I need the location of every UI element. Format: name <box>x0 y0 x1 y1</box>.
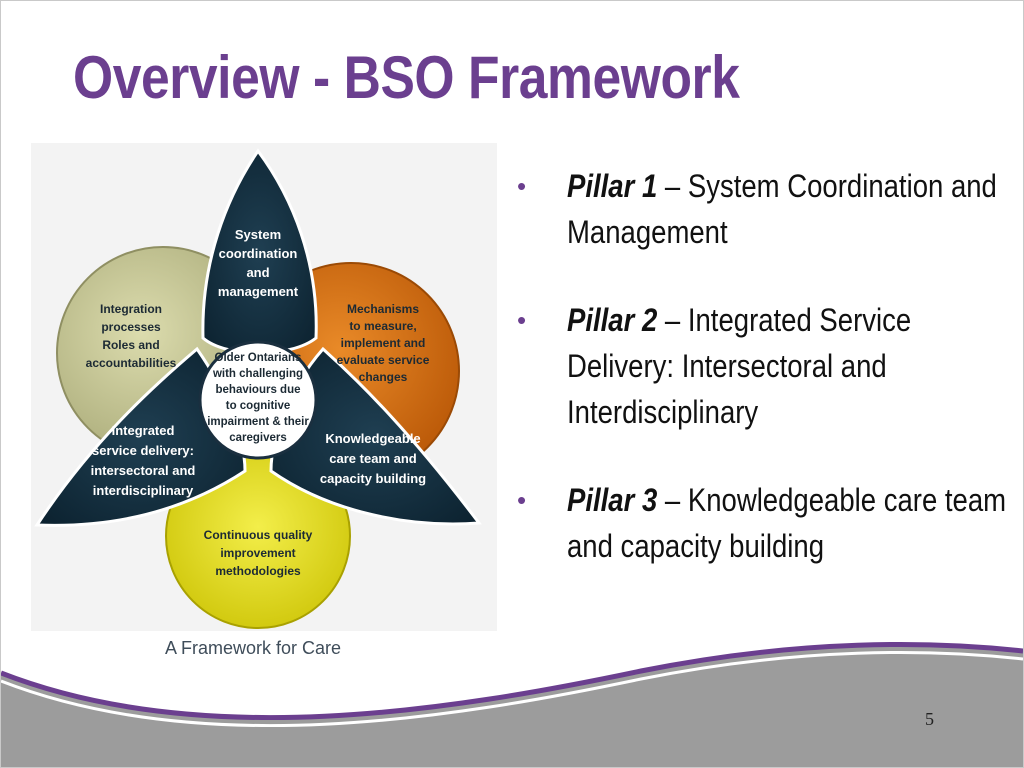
bullet-dot-icon: • <box>517 485 527 515</box>
footer-gray-band <box>1 644 1023 767</box>
footer-white-line <box>1 651 1023 728</box>
footer-wave <box>1 642 1023 767</box>
label-bottom-left-petal-line: service delivery: <box>92 443 194 458</box>
label-center-circle: Older Ontarians with challenging behaviour… <box>207 352 309 444</box>
label-bottom-right-petal-line: Knowledgeable <box>325 431 420 446</box>
label-bottom-left-petal-line: intersectoral and <box>91 463 196 478</box>
label-bottom-right-petal-line: care team and <box>329 451 416 466</box>
label-center-circle-line: with challenging <box>212 368 303 380</box>
center-circle <box>198 340 318 460</box>
label-center-circle-line: impairment & their <box>207 416 309 428</box>
footer-purple-line <box>1 642 1023 721</box>
bullet-dot-icon: • <box>517 305 527 335</box>
label-top-petal-line: System <box>235 227 281 242</box>
bullet-strong: Pillar 1 <box>567 168 658 204</box>
bullet-list: • Pillar 1 – System Coordination and Man… <box>509 163 1019 611</box>
bullet-pillar-3: • Pillar 3 – Knowledgeable care team and… <box>509 477 1019 569</box>
label-right-circle-line: Mechanisms <box>347 302 419 316</box>
label-bottom-left-petal-line: interdisciplinary <box>93 483 194 498</box>
label-top-petal: System coordination and management <box>218 227 299 299</box>
bullet-pillar-2: • Pillar 2 – Integrated Service Delivery… <box>509 297 1019 435</box>
bullet-strong: Pillar 3 <box>567 482 658 518</box>
label-left-circle-line: Integration <box>100 302 162 316</box>
label-top-petal-line: coordination <box>219 246 298 261</box>
label-bottom-circle: Continuous quality improvement methodologi… <box>204 528 313 578</box>
label-bottom-left-petal-line: Integrated <box>112 423 175 438</box>
slide-title: Overview - BSO Framework <box>73 44 740 111</box>
bullet-text: – System Coordination and Management <box>567 168 997 250</box>
label-bottom-circle-line: methodologies <box>215 564 301 578</box>
bullet-dot-icon: • <box>517 171 527 201</box>
label-right-circle-line: to measure, <box>349 319 416 333</box>
diagram-caption: A Framework for Care <box>165 638 342 658</box>
label-right-circle-line: implement and <box>341 336 426 350</box>
label-bottom-right-petal: Knowledgeable care team and capacity build… <box>320 431 426 486</box>
label-bottom-left-petal: Integrated service delivery: intersectoral… <box>91 423 196 498</box>
label-right-circle: Mechanisms to measure, implement and evalua… <box>337 302 430 384</box>
label-center-circle-line: to cognitive <box>226 400 291 412</box>
label-left-circle-line: accountabilities <box>86 356 177 370</box>
bullet-strong: Pillar 2 <box>567 302 658 338</box>
bullet-pillar-1: • Pillar 1 – System Coordination and Man… <box>509 163 1019 255</box>
bullet-text: – Knowledgeable care team and capacity b… <box>567 482 1007 564</box>
label-bottom-circle-line: Continuous quality <box>204 528 313 542</box>
label-bottom-circle-line: improvement <box>220 546 295 560</box>
label-center-circle-line: behaviours due <box>216 384 301 396</box>
bullet-text: – Integrated Service Delivery: Intersect… <box>567 302 912 430</box>
label-left-circle-line: Roles and <box>102 338 159 352</box>
label-top-petal-line: management <box>218 284 299 299</box>
label-right-circle-line: changes <box>359 370 408 384</box>
label-center-circle-line: caregivers <box>229 432 287 444</box>
label-right-circle-line: evaluate service <box>337 353 430 367</box>
page-number: 5 <box>925 709 934 729</box>
label-center-circle-line: Older Ontarians <box>215 352 302 364</box>
label-bottom-right-petal-line: capacity building <box>320 471 426 486</box>
label-top-petal-line: and <box>246 265 269 280</box>
label-left-circle-line: processes <box>101 320 161 334</box>
framework-diagram-svg: System coordination and managementKnowledge… <box>34 148 482 629</box>
